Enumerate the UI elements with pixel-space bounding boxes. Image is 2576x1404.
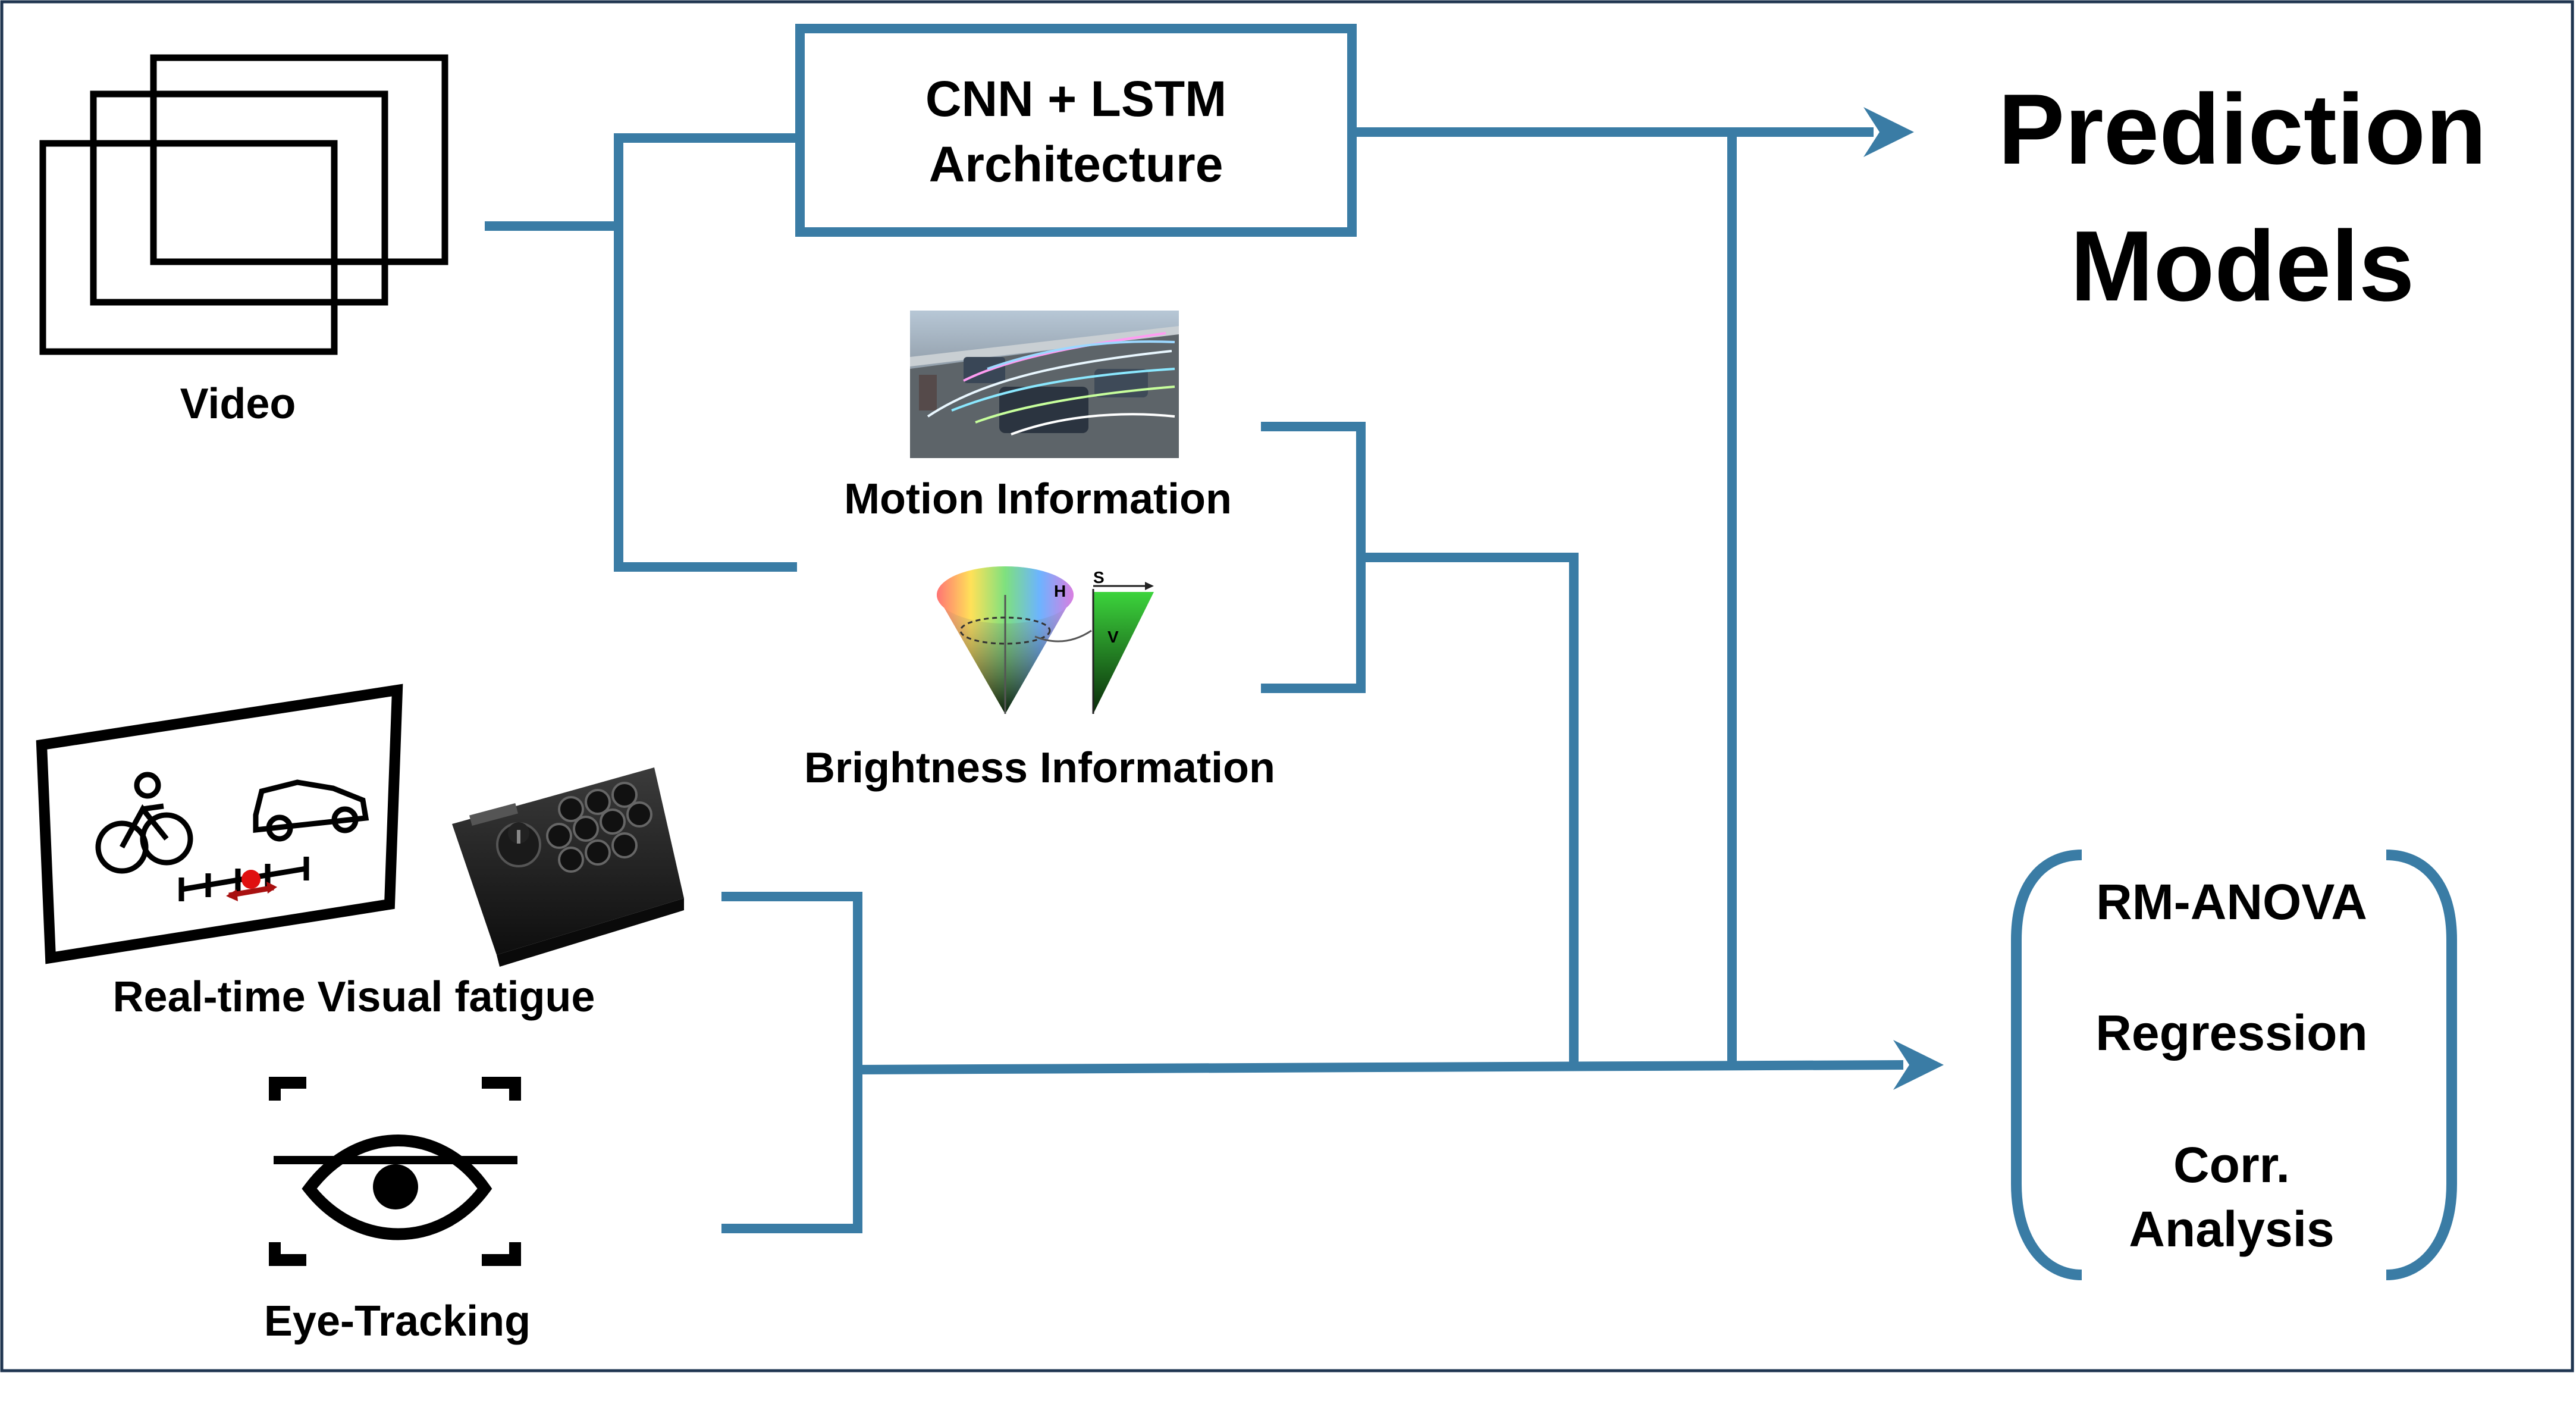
saturation-axis-label: S [1093,568,1105,587]
cnn-lstm-box [795,24,1357,237]
fatigue-rating-screen-icon [36,684,403,964]
eye-pupil [373,1164,418,1209]
rm-anova-label: RM-ANOVA [2096,874,2367,930]
motion-tracking-thumbnail [910,311,1179,458]
brightness-label: Brightness Information [804,744,1275,792]
measures-bracket [721,892,862,1233]
hsv-cone-icon: H S V [937,566,1154,714]
fatigue-label: Real-time Visual fatigue [113,973,595,1021]
arcade-joystick-icon [452,767,684,967]
analysis-label: Analysis [2129,1201,2335,1257]
analysis-right-bracket [2386,850,2457,1280]
analysis-left-paren [2011,850,2082,1280]
arrowhead-prediction [1863,107,1914,157]
hue-axis-label: H [1054,582,1066,600]
video-label: Video [180,380,296,428]
connectors [485,127,1904,1233]
regression-label: Regression [2095,1005,2368,1061]
motion-label: Motion Information [844,475,1232,523]
measures-to-analysis-line [857,1060,1904,1074]
video-branch-bracket [614,133,797,572]
eye-tracking-label: Eye-Tracking [264,1298,531,1345]
video-frames-icon [39,54,448,355]
cnn-lstm-title: CNN + LSTM [925,71,1226,127]
prediction-title: Prediction [1998,73,2486,185]
value-axis-label: V [1107,628,1119,646]
features-bracket [1261,422,1366,693]
features-connector [1361,553,1579,1062]
eye-scan-icon [269,1077,521,1266]
prediction-subtitle: Models [2070,210,2415,322]
arrowhead-analysis [1893,1040,1944,1090]
cnn-lstm-subtitle: Architecture [929,136,1223,192]
figure-border [0,0,2574,1372]
corr-label: Corr. [2173,1137,2290,1193]
